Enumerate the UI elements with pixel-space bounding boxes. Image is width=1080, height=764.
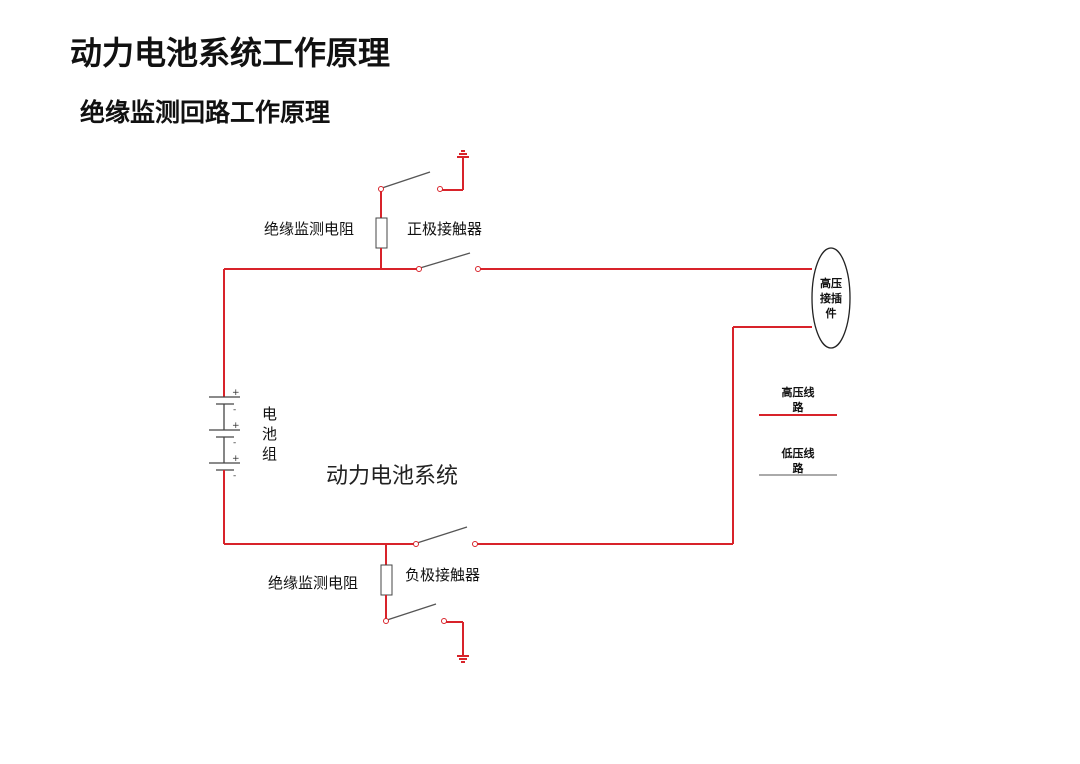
hv-connector-label-line1: 高压 bbox=[820, 276, 842, 290]
page-title: 动力电池系统工作原理 bbox=[70, 34, 391, 72]
negative-contactor-switch bbox=[413, 526, 478, 547]
legend-lv-label-line1: 低压线 bbox=[781, 446, 815, 460]
battery-polarity-4: - bbox=[233, 438, 236, 448]
battery-polarity-5: + bbox=[232, 454, 240, 464]
bottom-insulation-resistor bbox=[380, 564, 393, 596]
bottom-ground-switch bbox=[383, 603, 464, 656]
battery-pack-label-3: 组 bbox=[262, 445, 277, 463]
hv-connector bbox=[811, 247, 851, 349]
battery-pack-label-1: 电 bbox=[262, 405, 277, 423]
bottom-resistor-label: 绝缘监测电阻 bbox=[268, 574, 358, 592]
top-ground-icon bbox=[457, 150, 469, 158]
battery-pack-symbol: + - + - + - bbox=[209, 388, 240, 481]
negative-contactor-label: 负极接触器 bbox=[405, 566, 480, 584]
battery-polarity-1: + bbox=[232, 388, 240, 398]
negative-main-line bbox=[224, 326, 812, 545]
battery-polarity-2: - bbox=[233, 405, 236, 415]
positive-main-line bbox=[223, 268, 812, 397]
top-ground-switch bbox=[378, 157, 464, 218]
battery-polarity-6: - bbox=[233, 471, 236, 481]
legend-lv-label-line2: 路 bbox=[793, 461, 805, 475]
system-label: 动力电池系统 bbox=[326, 464, 458, 489]
top-resistor-label: 绝缘监测电阻 bbox=[264, 220, 354, 238]
page-subtitle: 绝缘监测回路工作原理 bbox=[80, 98, 331, 127]
battery-pack-label-2: 池 bbox=[262, 425, 277, 443]
hv-connector-label-line2: 接插 bbox=[820, 291, 842, 305]
positive-contactor-switch bbox=[416, 252, 481, 272]
positive-contactor-label: 正极接触器 bbox=[407, 220, 482, 238]
hv-connector-label-line3: 件 bbox=[826, 306, 837, 320]
legend-hv-label-line2: 路 bbox=[793, 400, 805, 414]
legend: 高压线 路 低压线 路 bbox=[759, 385, 837, 476]
battery-polarity-3: + bbox=[232, 421, 240, 431]
legend-hv-label-line1: 高压线 bbox=[782, 385, 815, 399]
bottom-ground-icon bbox=[457, 655, 469, 663]
top-insulation-resistor bbox=[375, 217, 388, 249]
